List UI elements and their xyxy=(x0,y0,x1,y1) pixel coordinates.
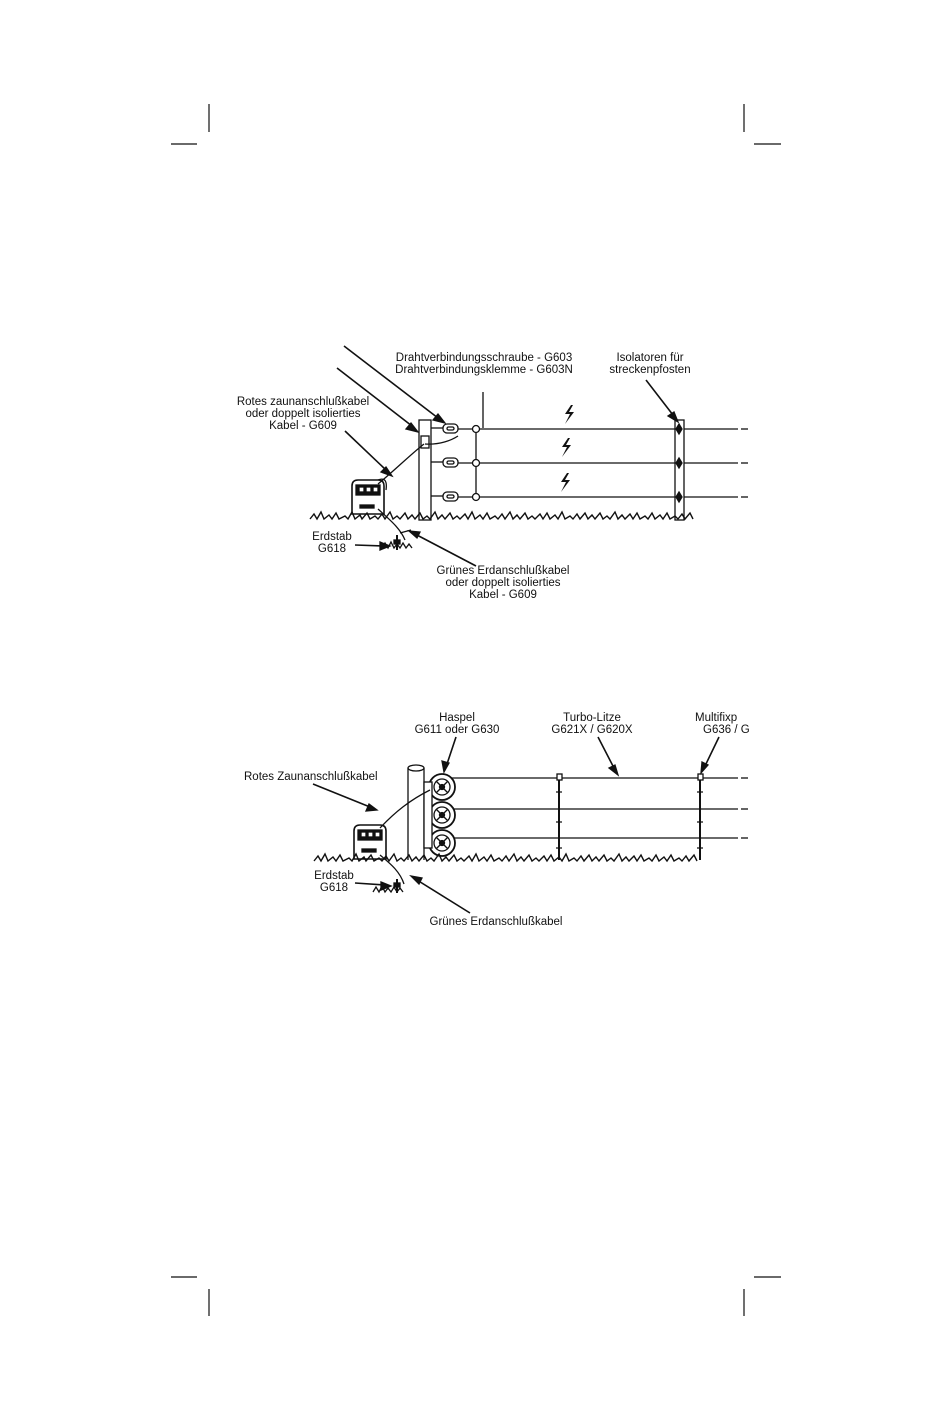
screw-label: Drahtverbindungsschraube - G603 Drahtver… xyxy=(395,352,573,376)
green-cable-label-line-1: Grünes Erdanschlußkabel xyxy=(436,565,570,577)
insulator-icon xyxy=(675,456,683,470)
multifix-label-clip: Multifixp G636 / G xyxy=(695,712,749,736)
red-cable-label: Rotes zaunanschlußkabel oder doppelt iso… xyxy=(237,396,369,432)
ground-rod-label-2-line-2: G618 xyxy=(319,882,349,894)
multifix-label-line-2: G636 / G xyxy=(703,724,749,736)
wire-clamp xyxy=(471,492,481,502)
energizer-icon xyxy=(351,478,387,515)
green-ground-cable xyxy=(379,854,405,885)
reel-label: Haspel G611 oder G630 xyxy=(415,712,500,736)
grass-icon xyxy=(309,510,694,521)
ground-rod-icon xyxy=(393,879,401,893)
ground-rod-label-2: Erdstab G618 xyxy=(314,870,354,894)
insulator-icon xyxy=(675,422,683,436)
turbo-label: Turbo-Litze G621X / G620X xyxy=(551,712,632,736)
red-cable-label-line-1: Rotes zaunanschlußkabel xyxy=(236,396,370,408)
line-post xyxy=(674,419,685,521)
reel-label-line-2: G611 oder G630 xyxy=(414,724,500,736)
green-cable-label: Grünes Erdanschlußkabel oder doppelt iso… xyxy=(437,565,570,601)
reel-label-line-1: Haspel xyxy=(439,712,475,724)
green-ground-cable xyxy=(377,508,406,541)
wire-clamp xyxy=(471,458,481,468)
wire-clamp xyxy=(471,424,481,434)
red-cable-label-line-3: Kabel - G609 xyxy=(269,420,337,432)
green-cable-label-line-3: Kabel - G609 xyxy=(469,589,537,601)
reel-icon xyxy=(428,801,456,829)
lightning-icon xyxy=(561,473,570,492)
turbo-label-line-1: Turbo-Litze xyxy=(563,712,621,724)
round-post xyxy=(407,764,425,860)
screw-label-line-2: Drahtverbindungsklemme - G603N xyxy=(395,364,573,376)
red-cable-label-line-2: oder doppelt isolierties xyxy=(245,408,361,420)
isolators-label: Isolatoren für streckenpfosten xyxy=(609,352,690,376)
green-cable-label-line-2: oder doppelt isolierties xyxy=(445,577,561,589)
reel-icon xyxy=(428,829,456,857)
screw-label-line-1: Drahtverbindungsschraube - G603 xyxy=(395,352,573,364)
reel-icon xyxy=(428,773,456,801)
red-fence-cable xyxy=(379,789,431,829)
multifix-label-line-1: Multifixp xyxy=(695,712,738,724)
ground-rod-label-line-1: Erdstab xyxy=(312,531,352,543)
ground-rod-label: Erdstab G618 xyxy=(312,531,352,555)
multifix-label: Multifixp G636 / G xyxy=(695,712,749,736)
red-fence-cable xyxy=(377,443,425,485)
red-cable-label-2: Rotes Zaunanschlußkabel xyxy=(244,771,378,783)
energizer-icon xyxy=(353,824,387,860)
red-cable-label-2-line-1: Rotes Zaunanschlußkabel xyxy=(244,771,378,783)
grass-icon xyxy=(313,852,698,863)
lightning-icon xyxy=(562,438,571,457)
turbo-label-line-2: G621X / G620X xyxy=(551,724,633,736)
ground-rod-label-line-2: G618 xyxy=(317,543,347,555)
ground-rod-label-2-line-1: Erdstab xyxy=(314,870,354,882)
isolators-label-line-1: Isolatoren für xyxy=(616,352,684,364)
isolators-label-line-2: streckenpfosten xyxy=(609,364,691,376)
green-cable-label-2-line-1: Grünes Erdanschlußkabel xyxy=(429,916,563,928)
lightning-icon xyxy=(565,405,574,424)
green-cable-label-2: Grünes Erdanschlußkabel xyxy=(430,916,563,928)
insulator-icon xyxy=(675,490,683,504)
